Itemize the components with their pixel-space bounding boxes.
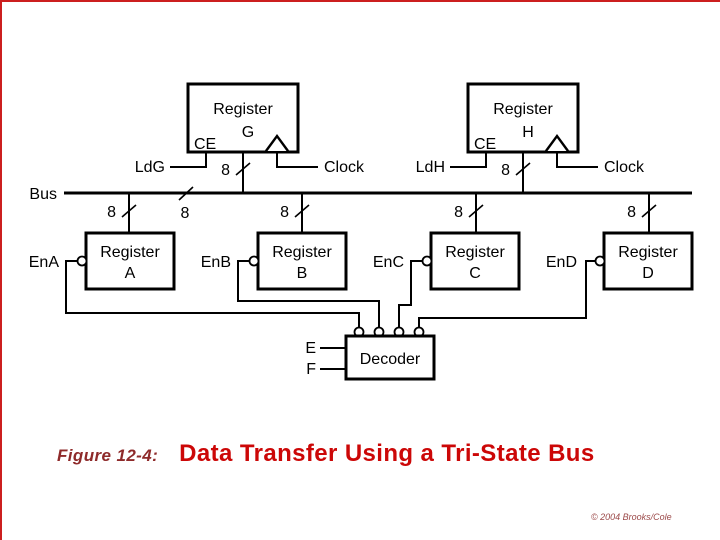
register-h-bit-width: 8 bbox=[501, 162, 510, 179]
register-g-clock-edge-icon bbox=[265, 133, 289, 152]
ena-wire bbox=[65, 260, 360, 327]
end-bubble-icon bbox=[594, 255, 606, 267]
figure-title: Data Transfer Using a Tri-State Bus bbox=[179, 440, 595, 467]
slide-border-top bbox=[0, 0, 720, 2]
tri-state-bus-diagram: Register G CE LdG Clock 8 Register H CE … bbox=[29, 82, 694, 381]
enc-bubble-icon bbox=[421, 255, 433, 267]
decoder-label: Decoder bbox=[360, 351, 421, 368]
drop-b-bit-width: 8 bbox=[280, 204, 289, 221]
register-a-letter: A bbox=[125, 265, 136, 282]
bus-bit-slash bbox=[178, 186, 194, 201]
drop-d-bit-slash bbox=[641, 204, 657, 218]
register-d-box bbox=[602, 231, 694, 291]
ena-bubble-icon bbox=[76, 255, 88, 267]
register-c-title: Register bbox=[445, 244, 505, 261]
register-a-box bbox=[84, 231, 176, 291]
slide-border-left bbox=[0, 0, 2, 540]
ena-label: EnA bbox=[29, 254, 60, 271]
register-h-title: Register bbox=[493, 101, 553, 118]
register-h-ce-label: CE bbox=[474, 136, 496, 153]
clock-h-label: Clock bbox=[604, 159, 645, 176]
ldh-label: LdH bbox=[416, 159, 445, 176]
enc-label: EnC bbox=[373, 254, 404, 271]
drop-a-bit-slash bbox=[121, 204, 137, 218]
clock-g-label: Clock bbox=[324, 159, 365, 176]
enc-wire bbox=[398, 260, 422, 327]
drop-d-bit-width: 8 bbox=[627, 204, 636, 221]
bus-drops: 8 8 8 8 bbox=[107, 193, 657, 233]
register-d-letter: D bbox=[642, 265, 654, 282]
register-b-title: Register bbox=[272, 244, 332, 261]
enb-bubble-icon bbox=[248, 255, 260, 267]
register-a-title: Register bbox=[100, 244, 160, 261]
bus-label: Bus bbox=[29, 186, 57, 203]
drop-c-bit-width: 8 bbox=[454, 204, 463, 221]
register-h-clock-edge-icon bbox=[545, 133, 569, 152]
enb-label: EnB bbox=[201, 254, 231, 271]
figure-caption: Figure 12-4: Data Transfer Using a Tri-S… bbox=[57, 440, 595, 468]
decoder-input-f-label: F bbox=[306, 361, 316, 378]
bus: Bus 8 bbox=[29, 186, 692, 222]
register-g-bit-slash bbox=[235, 162, 251, 176]
register-a: Register A EnA bbox=[29, 231, 360, 327]
drop-c-bit-slash bbox=[468, 204, 484, 218]
register-h: Register H CE LdH Clock 8 bbox=[416, 82, 645, 193]
ldg-wire bbox=[170, 152, 207, 168]
ldh-wire bbox=[450, 152, 487, 168]
copyright-notice: © 2004 Brooks/Cole bbox=[591, 512, 672, 522]
figure-number-label: Figure 12-4: bbox=[57, 446, 159, 465]
register-d: Register D EnD bbox=[418, 231, 694, 327]
drop-a-bit-width: 8 bbox=[107, 204, 116, 221]
register-g: Register G CE LdG Clock 8 bbox=[135, 82, 365, 193]
register-g-title: Register bbox=[213, 101, 273, 118]
register-g-ce-label: CE bbox=[194, 136, 216, 153]
decoder-box bbox=[344, 334, 436, 381]
register-g-bit-width: 8 bbox=[221, 162, 230, 179]
end-wire bbox=[418, 260, 595, 327]
decoder: Decoder E F bbox=[305, 326, 436, 381]
clock-h-wire bbox=[556, 152, 598, 168]
decoder-input-e-label: E bbox=[305, 340, 316, 357]
ldg-label: LdG bbox=[135, 159, 165, 176]
register-h-bit-slash bbox=[515, 162, 531, 176]
drop-b-bit-slash bbox=[294, 204, 310, 218]
register-g-box bbox=[186, 82, 300, 154]
clock-g-wire bbox=[276, 152, 318, 168]
end-label: EnD bbox=[546, 254, 577, 271]
register-c-box bbox=[429, 231, 521, 291]
register-g-letter: G bbox=[242, 124, 254, 141]
enb-wire bbox=[237, 260, 380, 327]
register-c-letter: C bbox=[469, 265, 481, 282]
register-c: Register C EnC bbox=[373, 231, 521, 327]
register-d-title: Register bbox=[618, 244, 678, 261]
register-b-letter: B bbox=[297, 265, 308, 282]
register-b: Register B EnB bbox=[201, 231, 380, 327]
bus-bit-width: 8 bbox=[181, 205, 190, 222]
register-h-letter: H bbox=[522, 124, 534, 141]
